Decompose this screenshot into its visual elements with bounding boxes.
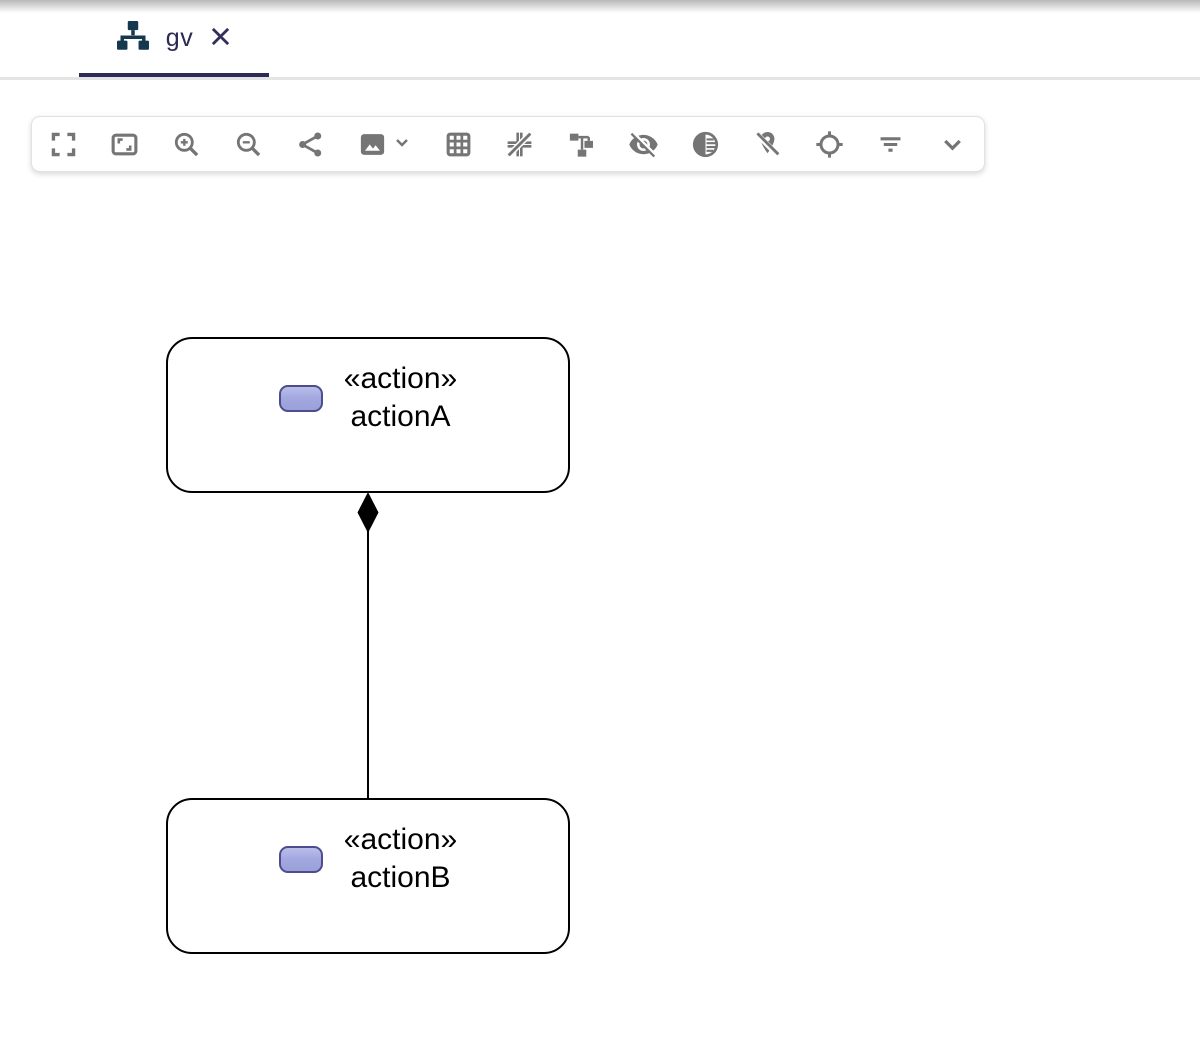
filter-elements-button[interactable]: [873, 121, 909, 167]
fade-elements-button[interactable]: [687, 121, 723, 167]
more-tools-button[interactable]: [935, 121, 971, 167]
zoom-in-icon: [171, 129, 202, 160]
active-tab-indicator: [79, 73, 269, 77]
node-content: «action» actionB: [279, 821, 457, 897]
crosshair-icon: [814, 129, 845, 160]
snap-to-grid-button[interactable]: [502, 121, 538, 167]
composition-edge[interactable]: [348, 490, 388, 802]
tab-gv[interactable]: gv: [79, 0, 269, 77]
diagram-canvas[interactable]: «action» actionA «action» actionB: [0, 83, 1200, 1060]
unpin-elements-button[interactable]: [749, 121, 785, 167]
diagram-node-actionB[interactable]: «action» actionB: [166, 798, 570, 954]
export-image-button[interactable]: [354, 121, 414, 167]
arrange-all-icon: [566, 129, 597, 160]
node-text: «action» actionB: [344, 821, 457, 897]
node-stereotype: «action»: [344, 821, 457, 859]
eye-off-icon: [628, 129, 659, 160]
pin-off-icon: [752, 129, 783, 160]
chevron-down-icon: [937, 129, 968, 160]
export-image-main[interactable]: [354, 121, 390, 167]
fit-to-screen-icon: [109, 129, 140, 160]
diagram-toolbar: [31, 116, 985, 172]
zoom-in-button[interactable]: [169, 121, 205, 167]
diagram-node-actionA[interactable]: «action» actionA: [166, 337, 570, 493]
action-pill-icon: [279, 385, 323, 412]
close-icon[interactable]: [207, 23, 234, 55]
share-button[interactable]: [292, 121, 328, 167]
grid-button[interactable]: [440, 121, 476, 167]
node-text: «action» actionA: [344, 360, 457, 436]
node-label: actionB: [344, 859, 457, 897]
fullscreen-button[interactable]: [45, 121, 81, 167]
sitemap-icon: [114, 19, 152, 58]
chevron-down-icon[interactable]: [390, 130, 414, 159]
node-content: «action» actionA: [279, 360, 457, 436]
zoom-out-button[interactable]: [231, 121, 267, 167]
share-icon: [295, 129, 326, 160]
reveal-elements-button[interactable]: [811, 121, 847, 167]
grid-icon: [443, 129, 474, 160]
fit-to-screen-button[interactable]: [107, 121, 143, 167]
action-pill-icon: [279, 846, 323, 873]
contrast-icon: [690, 129, 721, 160]
tab-bar: gv: [0, 0, 1200, 80]
filter-icon: [875, 129, 906, 160]
zoom-out-icon: [233, 129, 264, 160]
node-label: actionA: [344, 398, 457, 436]
node-stereotype: «action»: [344, 360, 457, 398]
arrange-all-button[interactable]: [564, 121, 600, 167]
fullscreen-icon: [48, 129, 79, 160]
filled-diamond-marker: [358, 492, 379, 533]
hide-elements-button[interactable]: [626, 121, 662, 167]
export-image-icon: [357, 129, 388, 160]
tab-label: gv: [166, 24, 193, 53]
snap-to-grid-off-icon: [504, 129, 535, 160]
